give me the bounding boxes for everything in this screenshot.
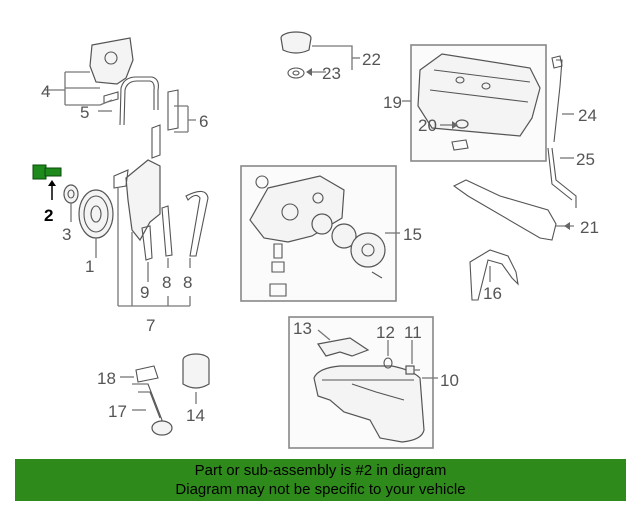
oil-filler-cap	[280, 31, 360, 79]
info-banner: Part or sub-assembly is #2 in diagram Di…	[15, 459, 626, 501]
oil-dipstick	[551, 55, 574, 143]
callout-17: 17	[108, 402, 127, 421]
oil-pump-rotor	[311, 213, 386, 279]
callout-7: 7	[146, 316, 155, 335]
callout-22: 22	[362, 50, 381, 69]
callout-21: 21	[580, 218, 599, 237]
timing-cover-clip	[103, 89, 179, 159]
timing-belt-guide	[119, 76, 159, 126]
timing-gaskets	[141, 190, 209, 261]
oil-pickup-tube	[132, 383, 173, 436]
callout-1: 1	[85, 257, 94, 276]
crankshaft-bolt-highlighted	[32, 164, 62, 200]
callout-25: 25	[576, 150, 595, 169]
callout-9: 9	[140, 283, 149, 302]
callout-2: 2	[44, 206, 53, 225]
banner-line-2: Diagram may not be specific to your vehi…	[175, 481, 466, 498]
callout-19: 19	[383, 93, 402, 112]
plug-gasket	[383, 340, 413, 369]
callout-16: 16	[483, 284, 502, 303]
callout-13: 13	[293, 319, 312, 338]
callout-4: 4	[41, 82, 50, 101]
callout-8a: 8	[162, 273, 171, 292]
front-cover-gasket	[469, 249, 519, 301]
callout-8b: 8	[183, 273, 192, 292]
callout-12: 12	[376, 323, 395, 342]
callout-15: 15	[403, 225, 422, 244]
callout-18: 18	[97, 369, 116, 388]
crankshaft-washer	[63, 184, 79, 222]
valve-cover-gasket	[452, 179, 574, 241]
callout-14: 14	[186, 406, 205, 425]
oil-filter	[182, 353, 210, 404]
drain-plug	[405, 365, 420, 375]
timing-cover-upper	[89, 37, 134, 85]
callout-3: 3	[62, 225, 71, 244]
oil-strainer	[316, 329, 370, 357]
oil-cooler-gasket	[120, 365, 159, 383]
callout-5: 5	[80, 103, 89, 122]
callout-24: 24	[578, 106, 597, 125]
banner-line-1: Part or sub-assembly is #2 in diagram	[194, 462, 447, 479]
callout-11: 11	[404, 323, 422, 342]
oil-pan	[313, 365, 425, 443]
valve-cover	[417, 53, 541, 137]
crankshaft-pulley	[78, 189, 114, 258]
timing-cover-lower	[113, 159, 161, 242]
callout-10: 10	[440, 371, 459, 390]
callout-20: 20	[418, 116, 437, 135]
callout-23: 23	[322, 64, 341, 83]
dipstick-tube	[547, 147, 577, 208]
callout-6: 6	[199, 112, 208, 131]
